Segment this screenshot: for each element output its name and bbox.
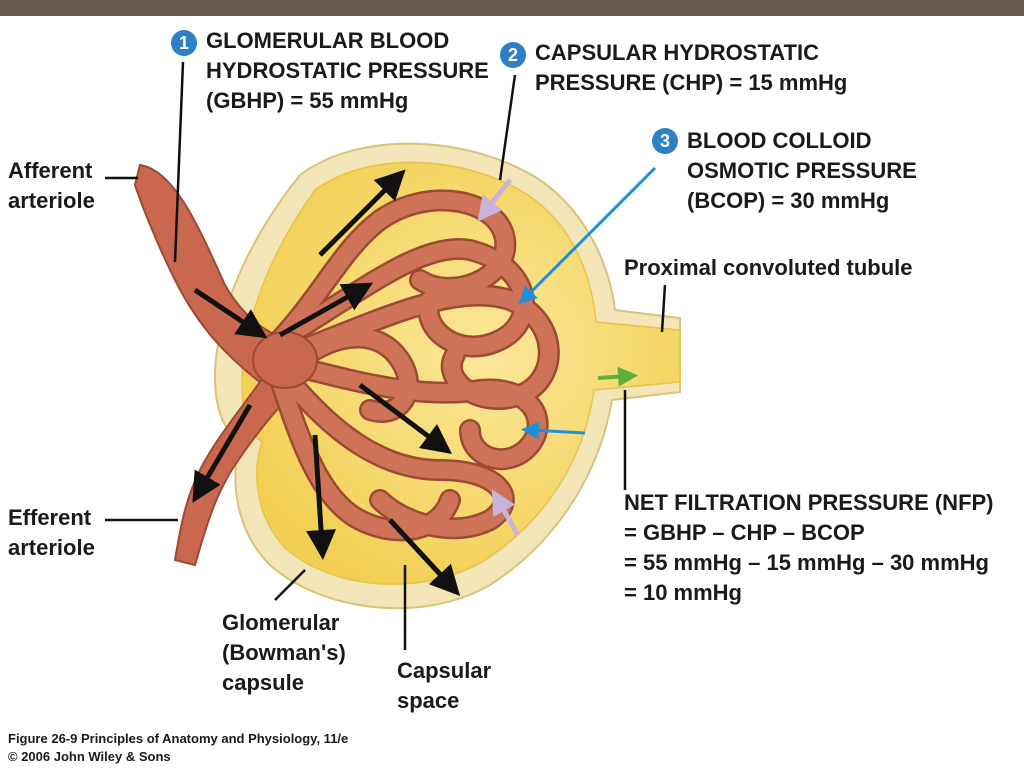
bcop-arrows bbox=[518, 166, 657, 440]
nfp-line: = GBHP – CHP – BCOP bbox=[624, 520, 865, 545]
space-line: space bbox=[397, 688, 460, 713]
efferent-arteriole-vessel bbox=[173, 373, 302, 567]
efferent-line: arteriole bbox=[8, 535, 95, 560]
proximal-leader-line bbox=[660, 284, 667, 333]
efferent-line: Efferent bbox=[8, 505, 92, 530]
glomerular-capillaries bbox=[252, 189, 560, 542]
afferent-line: arteriole bbox=[8, 188, 95, 213]
nfp-arrow bbox=[597, 366, 638, 387]
bcop-label: BLOOD COLLOID OSMOTIC PRESSURE (BCOP) = … bbox=[687, 126, 917, 216]
efferent-arteriole-label: Efferent arteriole bbox=[8, 503, 95, 563]
leader-lines bbox=[105, 61, 667, 650]
gbhp-number-badge: 1 bbox=[171, 30, 197, 56]
bcop-line: BLOOD COLLOID bbox=[687, 128, 872, 153]
capsule-line: capsule bbox=[222, 670, 304, 695]
capsule-leader-line bbox=[274, 569, 306, 601]
chp-arrows bbox=[477, 178, 521, 537]
bowmans-capsule-label: Glomerular (Bowman's) capsule bbox=[222, 608, 346, 698]
nfp-line: = 55 mmHg – 15 mmHg – 30 mmHg bbox=[624, 550, 989, 575]
afferent-line: Afferent bbox=[8, 158, 93, 183]
bcop-number-badge: 3 bbox=[652, 128, 678, 154]
gbhp-line: HYDROSTATIC PRESSURE bbox=[206, 58, 489, 83]
chp-leader-line bbox=[498, 74, 517, 181]
figure-caption: Figure 26-9 Principles of Anatomy and Ph… bbox=[8, 731, 349, 746]
gbhp-label: GLOMERULAR BLOOD HYDROSTATIC PRESSURE (G… bbox=[206, 26, 489, 116]
afferent-arteriole-label: Afferent arteriole bbox=[8, 156, 95, 216]
bcop-line: OSMOTIC PRESSURE bbox=[687, 158, 917, 183]
gbhp-line: GLOMERULAR BLOOD bbox=[206, 28, 450, 53]
space-line: Capsular bbox=[397, 658, 492, 683]
chp-line: CAPSULAR HYDROSTATIC bbox=[535, 40, 819, 65]
capsular-space-label: Capsular space bbox=[397, 656, 491, 716]
capsule-line: (Bowman's) bbox=[222, 640, 346, 665]
gbhp-leader-line bbox=[173, 61, 185, 263]
chp-label: CAPSULAR HYDROSTATIC PRESSURE (CHP) = 15… bbox=[535, 38, 847, 98]
nfp-label: NET FILTRATION PRESSURE (NFP) = GBHP – C… bbox=[624, 488, 994, 608]
nfp-line: = 10 mmHg bbox=[624, 580, 742, 605]
proximal-tubule-label: Proximal convoluted tubule bbox=[624, 255, 913, 280]
gbhp-line: (GBHP) = 55 mmHg bbox=[206, 88, 409, 113]
blood-flow-arrows bbox=[192, 169, 461, 597]
top-bar bbox=[0, 0, 1024, 16]
glomerulus-diagram bbox=[105, 61, 681, 650]
bcop-line: (BCOP) = 30 mmHg bbox=[687, 188, 890, 213]
capsule-line: Glomerular bbox=[222, 610, 340, 635]
nfp-line: NET FILTRATION PRESSURE (NFP) bbox=[624, 490, 994, 515]
copyright-line: © 2006 John Wiley & Sons bbox=[8, 749, 171, 764]
chp-number-badge: 2 bbox=[500, 42, 526, 68]
chp-line: PRESSURE (CHP) = 15 mmHg bbox=[535, 70, 848, 95]
